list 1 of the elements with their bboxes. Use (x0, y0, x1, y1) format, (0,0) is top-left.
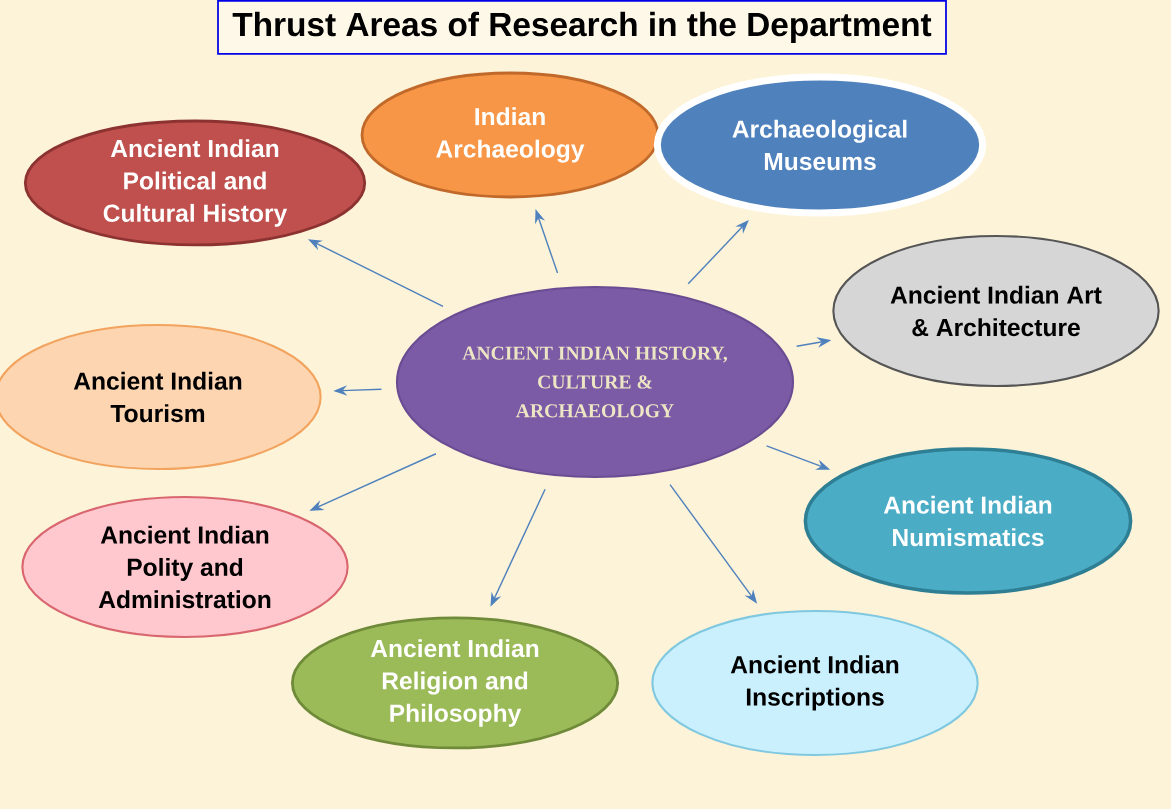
title: Thrust Areas of Research in the Department (217, 0, 947, 55)
